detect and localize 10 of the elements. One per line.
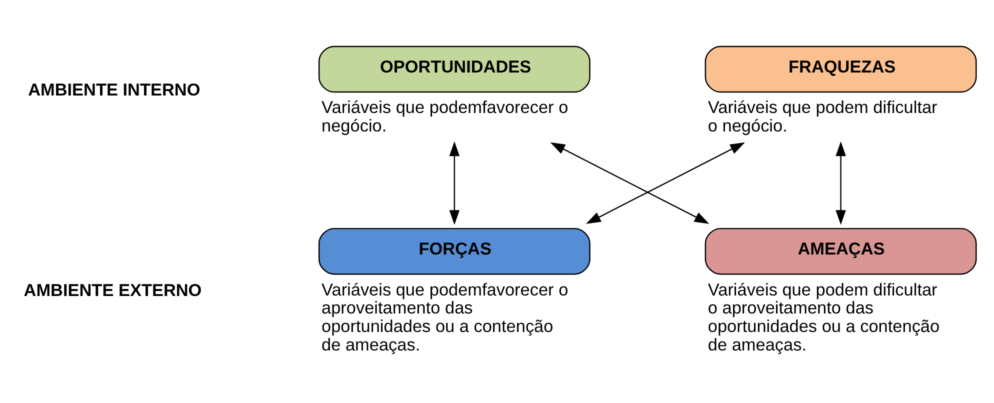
- label: AMBIENTE INTERNO: [28, 79, 200, 100]
- label: AMBIENTE EXTERNO: [23, 280, 202, 300]
- node-label: Variáveis que podem dificultar o aproveitamento das oportunidades ou a contenção de ameaças.: [707, 279, 940, 355]
- node-label: Variáveis que podemfavorecer o negócio.: [321, 97, 568, 136]
- node-label: Variáveis que podemfavorecer o aproveitamento das oportunidades ou a contenção de ameaças.: [321, 279, 568, 355]
- arrow: [550, 142, 709, 224]
- arrow: [835, 141, 846, 225]
- arrow: [586, 142, 744, 224]
- arrow: [448, 141, 460, 225]
- node-label: Variáveis que podem dificultar o negócio.: [707, 97, 937, 136]
